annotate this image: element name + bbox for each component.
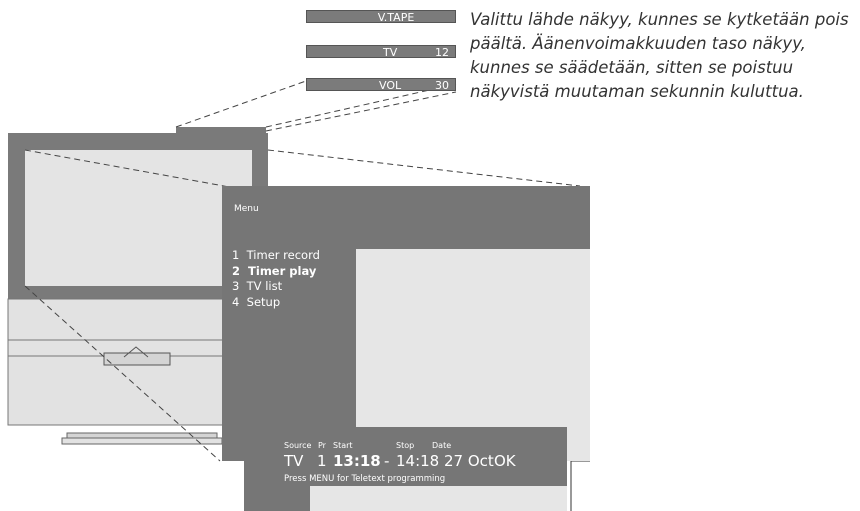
menu-item-timer-record[interactable]: 1 Timer record [232,248,320,262]
osd-tv-number: 12 [435,46,449,59]
value-pr: 1 [317,452,327,470]
menu-item-setup[interactable]: 4 Setup [232,294,281,309]
value-source: TV [284,452,304,470]
menu-list: 1 Timer record 2 Timer play 3 TV list 4 … [232,248,320,310]
header-start: Start [333,441,353,450]
control-tray [103,352,171,366]
menu-item-timer-play[interactable]: 2 Timer play [232,263,317,278]
osd-vol-value: 30 [435,79,449,92]
teletext-hint: Press MENU for Teletext programming [284,474,446,484]
header-stop: Stop [396,441,415,450]
header-date: Date [432,441,452,450]
value-dash: - [384,452,390,470]
value-start: 13:18 [333,452,381,470]
timer-content-panel [310,486,567,511]
menu-screen: Menu 1 Timer record 2 Timer play 3 TV li… [222,186,590,461]
caption-text: Valittu lähde näkyy, kunnes se kytketään… [470,10,849,101]
timer-play-screen: Source Pr Start Stop Date TV 1 13:18 - 1… [244,427,567,511]
osd-vol-label: VOL [379,79,402,92]
menu-item-tv-list[interactable]: 3 TV list [232,279,283,293]
osd-tv-label: TV [383,46,398,59]
header-source: Source [284,441,312,450]
menu-content-panel [356,249,590,461]
value-date: 27 Oct [444,452,494,470]
osd-source-bar: V.TAPE [306,10,456,24]
osd-tv-bar: TV 12 [306,45,456,59]
tv-top-speaker [176,127,266,134]
tv-screen [25,150,252,286]
value-ok[interactable]: OK [494,452,516,470]
header-pr: Pr [318,441,326,450]
osd-vol-bar: VOL 30 [306,78,456,92]
value-stop: 14:18 [396,452,440,470]
menu-title: Menu [234,204,259,214]
osd-source-label: V.TAPE [377,11,415,24]
